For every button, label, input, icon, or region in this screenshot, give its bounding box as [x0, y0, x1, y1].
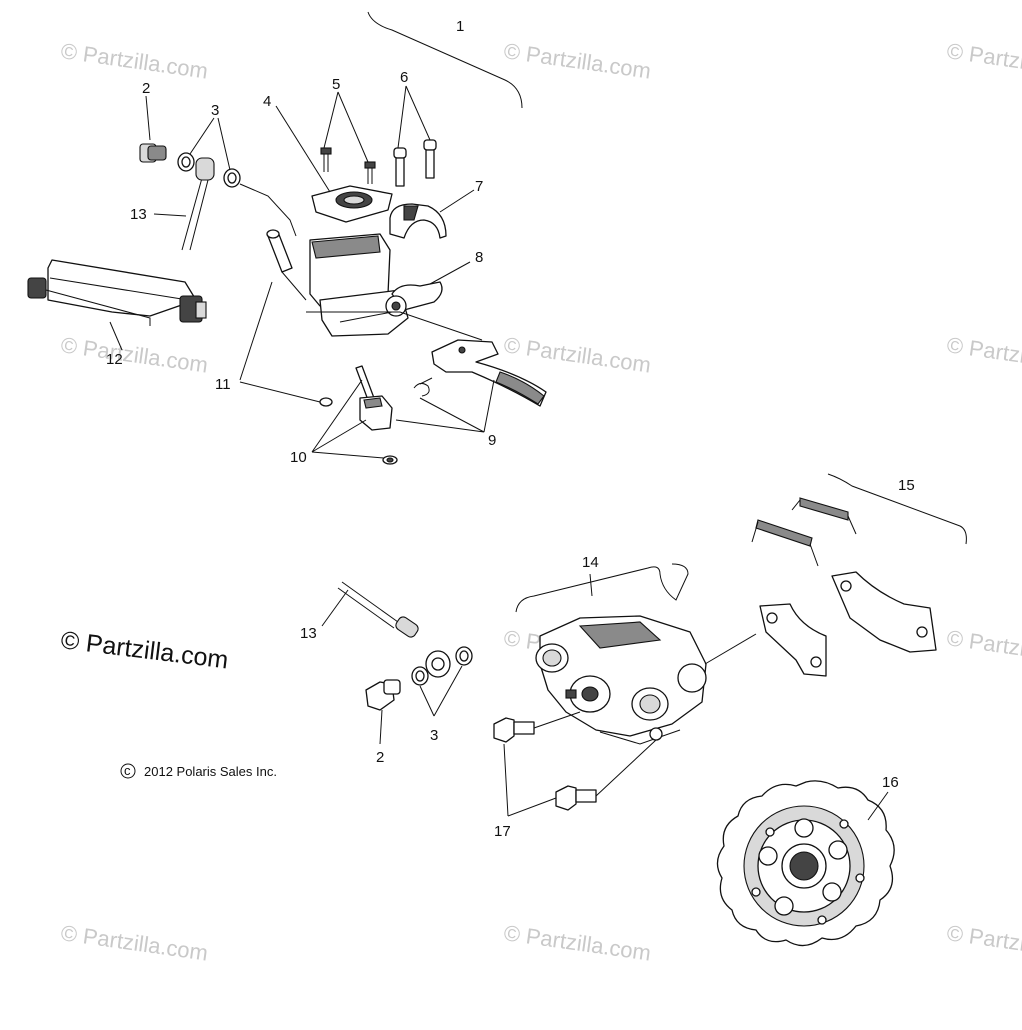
callout-labels: 1 2 3 4 5 6 7 8 9 10 11 12 13 14 15 13 2…: [106, 18, 915, 840]
part-10-pivot: [355, 365, 433, 465]
callout-2: 2: [376, 749, 384, 766]
callout-1: 1: [456, 18, 464, 35]
callout-11: 11: [215, 376, 231, 393]
part-12-switch-harness: [27, 259, 207, 326]
callout-8: 8: [475, 249, 483, 266]
callout-17: 17: [494, 823, 511, 840]
part-13-brake-line-lower: [337, 581, 451, 678]
callout-4: 4: [263, 93, 271, 110]
part-brake-pads: [759, 571, 937, 677]
part-5-screws: [320, 147, 376, 184]
callout-13: 13: [300, 625, 317, 642]
watermark: © Partzilla.com: [59, 920, 209, 965]
callout-2: 2: [142, 80, 150, 97]
part-2-lower-banjo-bolt: [365, 679, 401, 711]
callout-13: 13: [130, 206, 147, 223]
watermark: © Partzilla.com: [59, 332, 209, 377]
copyright-note: c 2012 Polaris Sales Inc.: [120, 763, 277, 779]
leader-lines-top: [109, 85, 495, 459]
part-7-clamp: [389, 203, 447, 239]
part-3-lower-washers: [411, 646, 473, 686]
watermark: © Partzilla.com: [945, 625, 1022, 670]
callout-15: 15: [898, 477, 915, 494]
callout-3: 3: [430, 727, 438, 744]
bracket-15: [827, 473, 967, 545]
watermark: © Partzilla.com: [502, 920, 652, 965]
leader-lines-lower: [321, 573, 889, 821]
part-6-bolts: [393, 139, 437, 187]
part-8-master-cylinder: [309, 233, 443, 337]
bracket-1: [367, 11, 523, 109]
part-13-brake-line-upper: [181, 157, 215, 251]
callout-5: 5: [332, 76, 340, 93]
part-11-pin: [266, 229, 333, 407]
part-15-springs: [751, 497, 857, 567]
callout-9: 9: [488, 432, 496, 449]
bracket-14: [515, 563, 689, 613]
watermark: © Partzilla.com: [945, 38, 1022, 83]
callout-3: 3: [211, 102, 219, 119]
copyright-text: 2012 Polaris Sales Inc.: [144, 764, 277, 779]
watermark: © Partzilla.com: [945, 332, 1022, 377]
watermark: © Partzilla.com: [59, 38, 209, 83]
part-16-brake-disc: [716, 780, 895, 947]
part-17-bolts: [493, 717, 597, 811]
watermark: © Partzilla.com: [945, 920, 1022, 965]
part-4-reservoir-cap: [311, 185, 393, 223]
copyright-symbol-letter: c: [124, 763, 131, 778]
callout-12: 12: [106, 351, 123, 368]
callout-14: 14: [582, 554, 599, 571]
callout-10: 10: [290, 449, 307, 466]
watermark: © Partzilla.com: [502, 332, 652, 377]
callout-16: 16: [882, 774, 899, 791]
part-9-brake-lever: [431, 339, 547, 407]
callout-7: 7: [475, 178, 483, 195]
callout-6: 6: [400, 69, 408, 86]
watermark: © Partzilla.com: [502, 38, 652, 83]
part-14-caliper: [535, 615, 707, 745]
part-2-banjo-bolt: [139, 143, 167, 163]
brand-text: © Partzilla.com: [59, 626, 230, 674]
part-3-washers: [177, 152, 241, 188]
